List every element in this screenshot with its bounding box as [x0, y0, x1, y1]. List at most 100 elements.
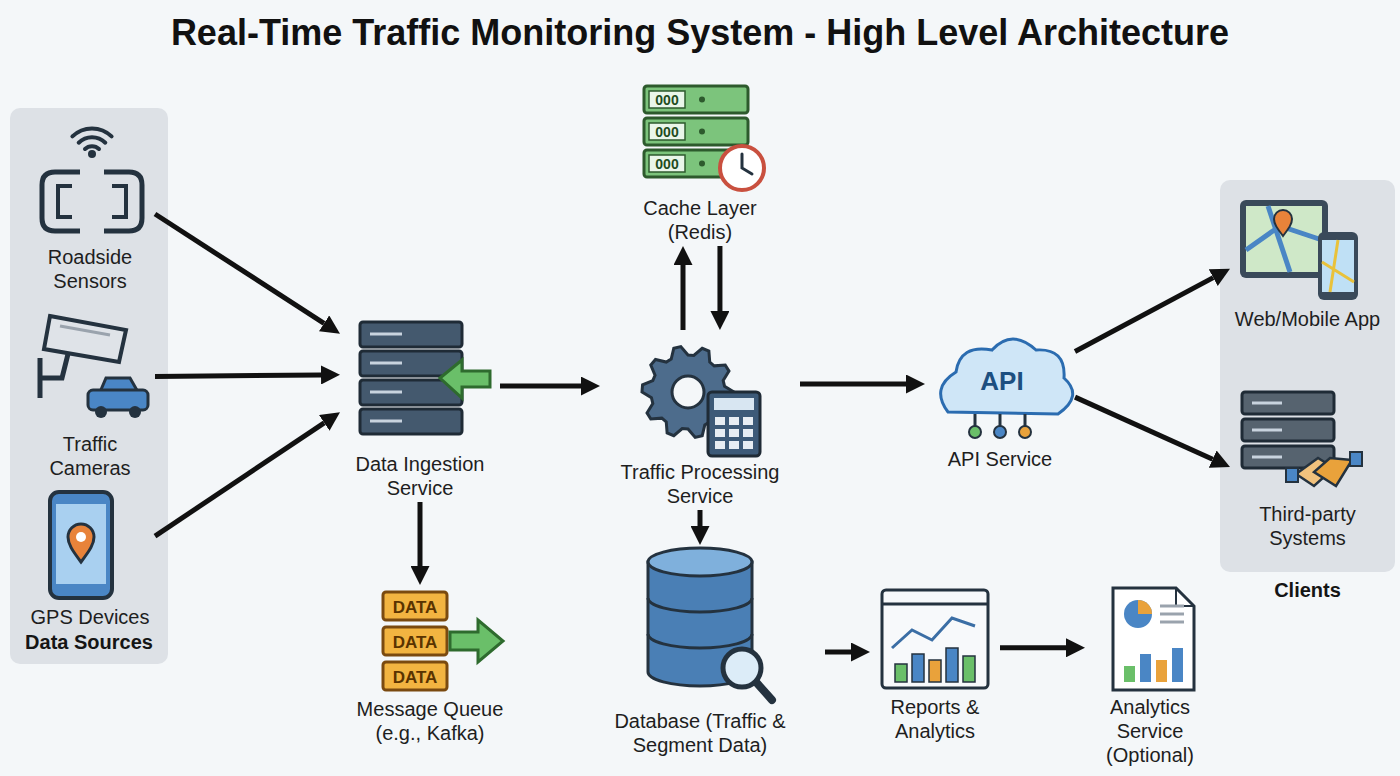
calculator-key — [729, 441, 739, 449]
icon-group — [1242, 392, 1362, 486]
group-panel — [10, 108, 168, 664]
phone-map — [1322, 240, 1354, 292]
source-group: Data SourcesRoadside SensorsTraffic Came… — [10, 108, 168, 664]
db-band — [648, 634, 752, 648]
calculator-key — [715, 417, 725, 425]
api-badge: API — [980, 368, 1023, 394]
magnifier-handle — [756, 682, 772, 700]
map-pin — [1274, 210, 1292, 236]
report-line — [892, 618, 975, 648]
icon-group — [40, 316, 148, 418]
icon-group — [50, 492, 112, 598]
icon-text: 000 — [655, 93, 678, 107]
camera-mount — [40, 354, 68, 398]
flow-arrow — [155, 423, 324, 536]
sensor-node: Roadside Sensors — [25, 115, 155, 295]
server-slot — [1252, 456, 1282, 459]
analytics-node: Analytics Service (Optional) — [1085, 583, 1215, 769]
queue-item — [383, 627, 447, 655]
flow-arrow — [500, 384, 581, 389]
car-wheel — [129, 406, 141, 418]
document-line — [1160, 605, 1184, 608]
document — [1113, 588, 1194, 690]
calculator-key — [743, 417, 753, 425]
loop-detector — [58, 186, 72, 217]
queue-arrow — [450, 620, 503, 662]
node-label: Cache Layer (Redis) — [625, 194, 775, 246]
cache-led — [699, 129, 705, 135]
server-unit — [1242, 419, 1334, 441]
icon-text: 000 — [655, 125, 678, 139]
cuff — [1286, 468, 1298, 482]
flow-arrow — [418, 502, 423, 566]
api-node: API Service — [925, 335, 1075, 473]
group-panel — [1220, 180, 1395, 572]
wifi-arc — [79, 137, 106, 142]
map-pin-hole — [76, 532, 86, 542]
node-label: Reports & Analytics — [870, 693, 1000, 745]
node-label: Analytics Service (Optional) — [1085, 693, 1215, 769]
wifi-dot — [88, 150, 96, 158]
report-column — [912, 654, 924, 682]
icon-text: DATA — [393, 669, 438, 686]
flow-arrow — [698, 510, 703, 526]
calculator — [708, 392, 760, 456]
flow-arrow — [717, 246, 722, 311]
phone — [1318, 232, 1358, 300]
loop-detector — [112, 186, 126, 217]
server-slot — [1252, 429, 1282, 432]
node-icon — [575, 545, 825, 707]
document-column — [1172, 648, 1183, 682]
flow-arrow — [1075, 278, 1213, 352]
diagram-title: Real-Time Traffic Monitoring System - Hi… — [0, 12, 1400, 54]
car-wheel — [95, 406, 107, 418]
group-label: Data Sources — [10, 630, 168, 654]
document-line — [1160, 613, 1184, 616]
flow-arrow — [800, 382, 906, 387]
db-top — [648, 548, 752, 576]
node-icon — [1085, 583, 1215, 693]
client-group: ClientsWeb/Mobile AppThird-party Systems — [1220, 180, 1395, 572]
flow-arrow — [681, 265, 686, 330]
server-slot — [1252, 402, 1282, 405]
database-node: Database (Traffic & Segment Data) — [575, 545, 825, 759]
icon-group — [1240, 200, 1358, 300]
node-icon — [625, 82, 775, 194]
service-node: Traffic Processing Service — [600, 330, 800, 510]
calculator-key — [715, 441, 725, 449]
document-column — [1124, 666, 1135, 682]
server-unit — [360, 322, 462, 347]
server-unit — [360, 409, 462, 434]
document-column — [1140, 654, 1151, 682]
node-icon — [25, 485, 155, 603]
phone-screen — [56, 504, 106, 584]
node-icon — [1230, 190, 1385, 305]
icon-group — [383, 592, 503, 690]
loop-detector — [42, 172, 80, 231]
api-endpoint — [1019, 426, 1031, 438]
icon-group — [1113, 588, 1194, 690]
report-column — [929, 660, 941, 682]
queue-item — [383, 662, 447, 690]
cache-display — [649, 155, 685, 172]
wifi-arc — [72, 128, 111, 136]
cache-display — [649, 123, 685, 140]
report-bar — [882, 603, 988, 606]
node-icon — [600, 330, 800, 458]
api-link — [1024, 414, 1027, 426]
tablet-map — [1246, 206, 1322, 272]
api-link — [974, 414, 977, 426]
clock-hands — [742, 154, 752, 174]
node-label: Message Queue (e.g., Kafka) — [335, 695, 525, 747]
report-column — [963, 656, 975, 682]
document-column — [1156, 660, 1167, 682]
client-node: Third-party Systems — [1230, 382, 1385, 552]
node-icon — [1230, 382, 1385, 500]
flow-arrow — [155, 214, 324, 323]
report-column — [946, 648, 958, 682]
document-fold — [1176, 588, 1194, 606]
service-node: Data Ingestion Service — [340, 315, 500, 502]
node-icon — [25, 115, 155, 243]
flow-arrow — [1000, 645, 1066, 650]
server-unit — [1242, 392, 1334, 414]
